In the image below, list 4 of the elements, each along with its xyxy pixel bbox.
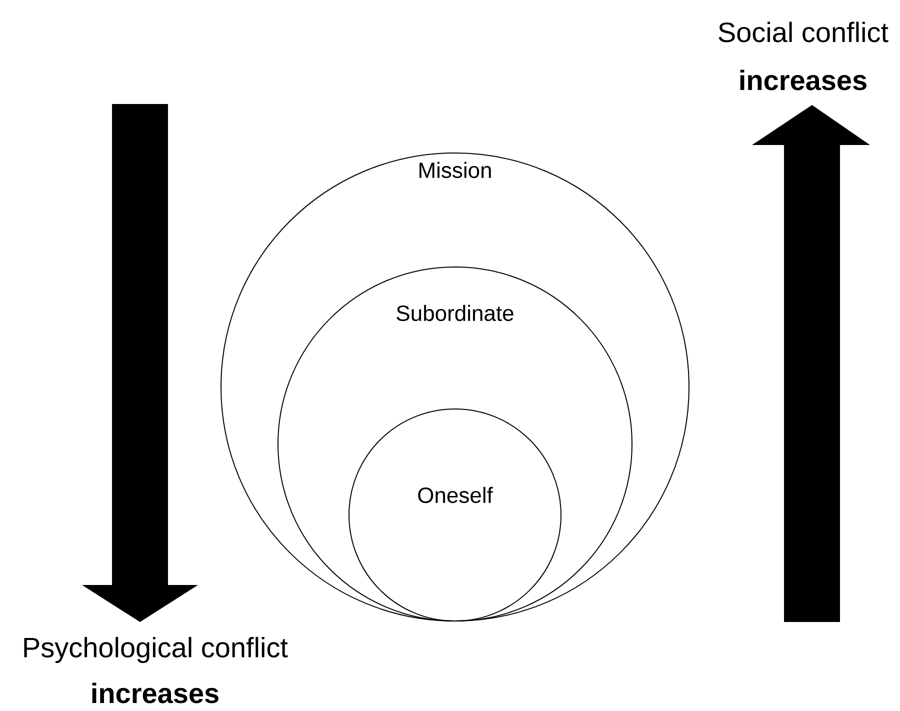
arrow-label: increases (740, 70, 866, 90)
arrow-label: Psychological conflict (24, 636, 288, 664)
arrow-label: increases (92, 682, 218, 704)
arrow-label: Social conflict (718, 22, 888, 42)
